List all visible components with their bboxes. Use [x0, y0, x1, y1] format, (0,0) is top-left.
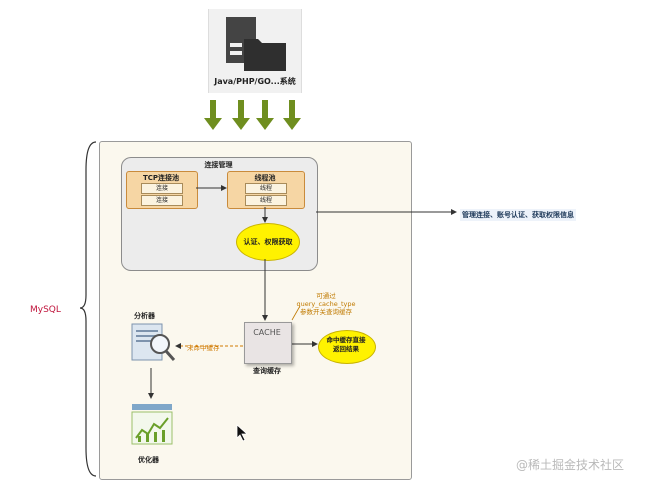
folder-icon — [226, 17, 286, 71]
green-arrow-3 — [256, 100, 274, 130]
cache-box — [244, 322, 292, 364]
side-note-label: 管理连接、账号认证、获取权限信息 — [460, 209, 576, 221]
watermark: @稀土掘金技术社区 — [516, 458, 625, 472]
tcp-pool-title: TCP连接池 — [142, 174, 180, 182]
cache-label: 查询缓存 — [253, 367, 281, 375]
thread-slot-1: 线程 — [245, 183, 287, 194]
note-line-3: 参数开关查询缓存 — [300, 308, 352, 316]
cache-miss-label: 未命中缓存 — [187, 344, 220, 352]
mysql-label: MySQL — [30, 305, 61, 315]
cache-word: CACHE — [253, 328, 281, 337]
analyzer-label: 分析器 — [134, 312, 155, 320]
tcp-slot-1: 连接 — [141, 183, 183, 194]
chart-icon — [131, 404, 173, 445]
mysql-bracket — [79, 141, 97, 477]
note-line-2: query_cache_type — [296, 300, 356, 308]
cursor-icon — [236, 424, 249, 442]
auth-ellipse: 认证、权限获取 — [236, 223, 300, 261]
client-label: Java/PHP/GO...系统 — [214, 77, 296, 86]
cache-hit-ellipse — [318, 330, 376, 364]
thread-slot-2: 线程 — [245, 195, 287, 206]
tcp-slot-2: 连接 — [141, 195, 183, 206]
note-line-1: 可通过 — [316, 292, 336, 300]
green-arrow-4 — [283, 100, 301, 130]
request-arrows — [204, 100, 301, 130]
green-arrow-2 — [232, 100, 250, 130]
connection-manager-title: 连接管理 — [204, 161, 233, 169]
cache-hit-text: 命中缓存直接 返回结果 — [318, 336, 374, 354]
hit-line-2: 返回结果 — [333, 345, 359, 353]
optimizer-label: 优化器 — [138, 456, 159, 464]
thread-pool-title: 线程池 — [254, 174, 276, 182]
hit-line-1: 命中缓存直接 — [326, 336, 366, 344]
cache-config-note: 可通过 query_cache_type 参数开关查询缓存 — [288, 292, 364, 316]
magnifier-icon — [131, 323, 176, 361]
note-pointer — [291, 305, 301, 321]
green-arrow-1 — [204, 100, 222, 130]
